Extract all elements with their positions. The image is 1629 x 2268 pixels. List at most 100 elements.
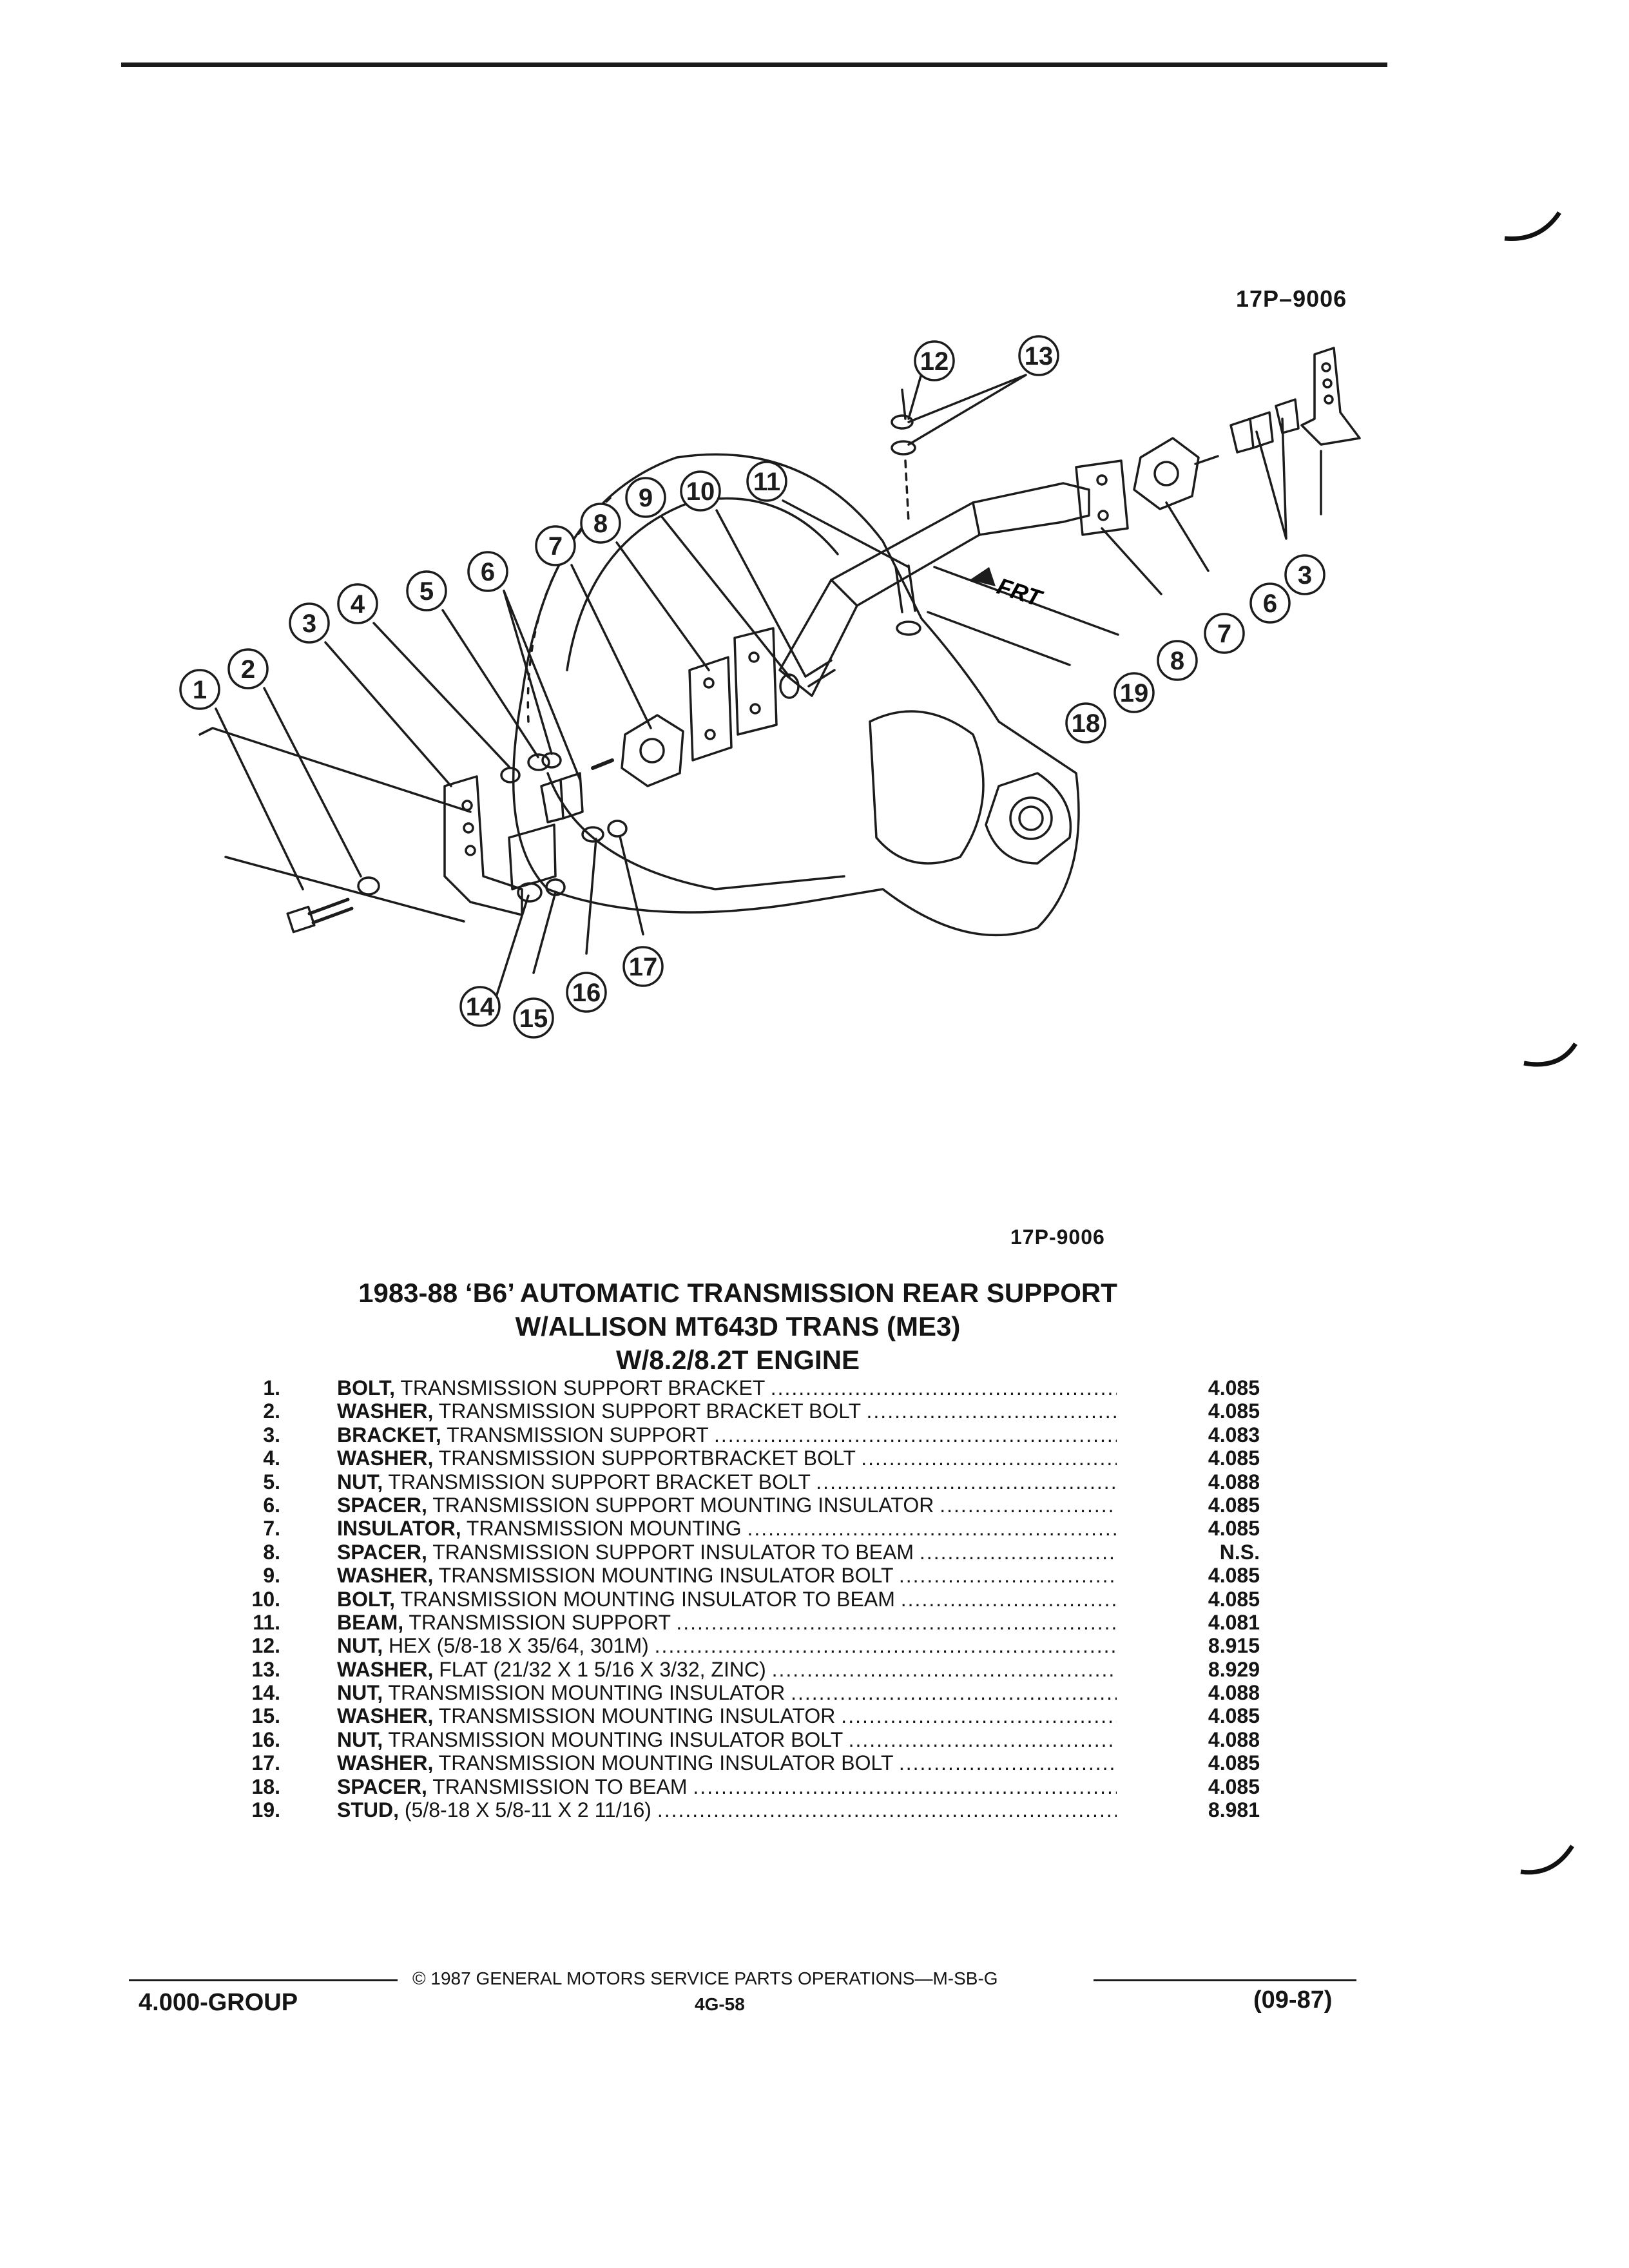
callout-label: 16 (572, 979, 601, 1007)
part-number: 9. (263, 1564, 280, 1588)
bolt-1 (307, 898, 354, 925)
parts-row: 11.BEAM, TRANSMISSION SUPPORT ..........… (242, 1611, 1260, 1634)
group-number: 4.088 (1208, 1727, 1260, 1751)
part-description: BRACKET, TRANSMISSION SUPPORT ..........… (337, 1423, 1117, 1446)
group-label: 4.000-GROUP (139, 1989, 298, 2016)
callout-label: 7 (1217, 620, 1231, 648)
group-number: 4.085 (1208, 1751, 1260, 1775)
part-name: SPACER, (337, 1774, 427, 1798)
page-number: 4G-58 (695, 1994, 745, 2014)
part-name: INSULATOR, (337, 1517, 461, 1541)
part-number: 6. (263, 1493, 280, 1517)
part-detail: HEX (5/8-18 X 35/64, 301M) (383, 1634, 655, 1658)
part-number: 1. (263, 1376, 280, 1399)
leader-dots: ........................................… (713, 1423, 1117, 1446)
callout-label: 12 (920, 347, 949, 376)
leader-dots: ........................................… (676, 1610, 1117, 1634)
callout-label: 19 (1120, 679, 1149, 707)
callout-label: 5 (419, 577, 434, 606)
parts-row: 13.WASHER, FLAT (21/32 X 1 5/16 X 3/32, … (242, 1658, 1260, 1681)
part-detail: TRANSMISSION MOUNTING INSULATOR BOLT (433, 1751, 899, 1775)
part-description: WASHER, TRANSMISSION MOUNTING INSULATOR … (337, 1751, 1117, 1774)
parts-row: 6. SPACER, TRANSMISSION SUPPORT MOUNTING … (242, 1494, 1260, 1517)
group-number: 4.085 (1208, 1376, 1260, 1399)
parts-row: 14.NUT, TRANSMISSION MOUNTING INSULATOR … (242, 1681, 1260, 1704)
group-number: 4.085 (1208, 1399, 1260, 1423)
part-detail: (5/8-18 X 5/8-11 X 2 11/16) (399, 1798, 657, 1822)
part-description: NUT, TRANSMISSION MOUNTING INSULATOR ...… (337, 1681, 1117, 1704)
part-description: NUT, TRANSMISSION MOUNTING INSULATOR BOL… (337, 1728, 1117, 1751)
part-name: BOLT, (337, 1587, 396, 1611)
parts-list: 1. BOLT, TRANSMISSION SUPPORT BRACKET ...… (242, 1376, 1260, 1821)
front-arrow-icon: FRT (970, 567, 1046, 612)
part-name: WASHER, (337, 1446, 434, 1470)
part-detail: TRANSMISSION SUPPORT (441, 1423, 714, 1446)
support-beam (778, 482, 1090, 697)
part-number: 8. (263, 1540, 280, 1564)
group-number: 4.081 (1208, 1610, 1260, 1634)
callout-circle (535, 525, 576, 566)
leader-dots: ........................................… (693, 1774, 1117, 1798)
callout-label: 14 (466, 993, 495, 1021)
leader-dots: ........................................… (791, 1681, 1117, 1705)
figure-code-top: 17P–9006 (1236, 285, 1347, 312)
group-number: 4.083 (1208, 1423, 1260, 1446)
title-line-1: 1983-88 ‘B6’ AUTOMATIC TRANSMISSION REAR… (358, 1278, 1117, 1308)
group-number: 4.085 (1208, 1517, 1260, 1541)
callout-circle (289, 602, 330, 644)
part-number: 16. (251, 1727, 280, 1751)
part-name: NUT, (337, 1727, 383, 1751)
callout-circle (1249, 582, 1291, 624)
leader-dots: ........................................… (841, 1704, 1117, 1728)
callout-label: 8 (1170, 647, 1184, 675)
top-rule (121, 62, 1387, 67)
leader-dots: ........................................… (940, 1493, 1117, 1517)
tail-housing (985, 772, 1072, 865)
copyright-notice: © 1987 GENERAL MOTORS SERVICE PARTS OPER… (412, 1968, 998, 1988)
part-number: 17. (251, 1751, 280, 1775)
part-detail: TRANSMISSION SUPPORTBRACKET BOLT (433, 1446, 862, 1470)
part-detail: TRANSMISSION MOUNTING (461, 1517, 747, 1541)
group-number: 8.915 (1208, 1634, 1260, 1658)
callout-circle (1113, 672, 1155, 713)
part-description: BOLT, TRANSMISSION MOUNTING INSULATOR TO… (337, 1588, 1117, 1611)
callout-label: 3 (302, 610, 316, 638)
callout-label: 3 (1298, 561, 1312, 590)
callout-circle (179, 669, 220, 710)
part-number: 3. (263, 1423, 280, 1446)
part-detail: TRANSMISSION SUPPORT BRACKET BOLT (383, 1470, 816, 1494)
callout-circle (227, 648, 269, 689)
leader-dots: ........................................… (861, 1446, 1117, 1470)
part-detail: TRANSMISSION TO BEAM (427, 1774, 693, 1798)
callout-circle (513, 997, 554, 1039)
part-description: NUT, TRANSMISSION SUPPORT BRACKET BOLT .… (337, 1470, 1117, 1494)
part-description: BOLT, TRANSMISSION SUPPORT BRACKET .....… (337, 1376, 1117, 1399)
leader-dots: ........................................… (657, 1798, 1117, 1822)
part-description: SPACER, TRANSMISSION TO BEAM ...........… (337, 1775, 1117, 1798)
parts-row: 15.WASHER, TRANSMISSION MOUNTING INSULAT… (242, 1704, 1260, 1727)
part-description: WASHER, TRANSMISSION MOUNTING INSULATOR … (337, 1704, 1117, 1727)
part-description: SPACER, TRANSMISSION SUPPORT MOUNTING IN… (337, 1494, 1117, 1517)
callout-label: 18 (1072, 709, 1101, 738)
part-name: NUT, (337, 1470, 383, 1494)
part-name: BOLT, (337, 1376, 396, 1399)
callout-label: 11 (753, 468, 780, 496)
parts-row: 7.INSULATOR, TRANSMISSION MOUNTING .....… (242, 1517, 1260, 1540)
part-number: 12. (251, 1634, 280, 1658)
part-name: NUT, (337, 1634, 383, 1658)
part-detail: TRANSMISSION MOUNTING INSULATOR BOLT (383, 1727, 849, 1751)
right-insulator (1133, 437, 1200, 510)
leader-dots: ........................................… (816, 1470, 1117, 1494)
leader-dots: ........................................… (866, 1399, 1117, 1423)
title-line-2: W/ALLISON MT643D TRANS (ME3) (515, 1311, 961, 1341)
part-description: WASHER, TRANSMISSION MOUNTING INSULATOR … (337, 1564, 1117, 1587)
part-description: SPACER, TRANSMISSION SUPPORT INSULATOR T… (337, 1541, 1117, 1564)
beam-end-plate (1075, 459, 1129, 536)
part-name: WASHER, (337, 1751, 434, 1775)
right-bracket (1300, 347, 1361, 446)
parts-row: 9. WASHER, TRANSMISSION MOUNTING INSULATO… (242, 1564, 1260, 1587)
leader-dots: ........................................… (900, 1587, 1117, 1611)
callout-circle (467, 551, 508, 592)
part-number: 18. (251, 1774, 280, 1798)
